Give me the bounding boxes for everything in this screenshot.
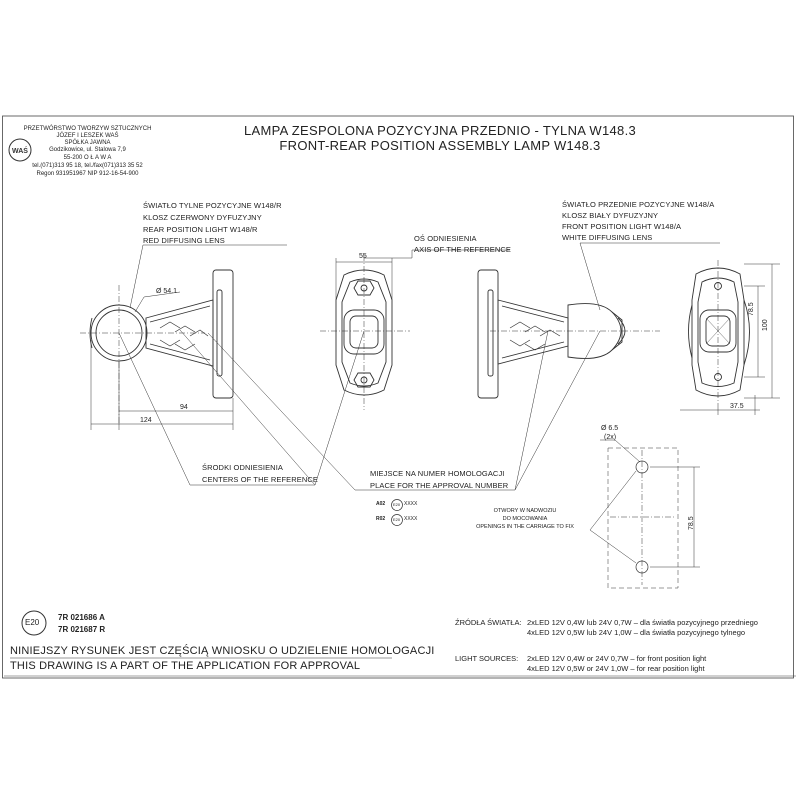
logo-text: WAŚ <box>12 146 28 155</box>
lamp-front-view <box>320 249 510 410</box>
statement-pl: NINIEJSZY RYSUNEK JEST CZĘŚCIĄ WNIOSKU O… <box>10 645 435 657</box>
reference-leaders <box>118 329 601 491</box>
dim-78-5-top: 78.5 <box>748 302 755 316</box>
e20-mark: E20 <box>25 618 40 627</box>
holes-label-line: OTWORY W NADWOZIU <box>493 508 557 514</box>
rear-label-line: ŚWIATŁO TYLNE POZYCYJNE W148/R <box>143 201 282 210</box>
dim-78-5-holes: 78.5 <box>688 516 695 530</box>
sheet-frame <box>2 115 794 679</box>
homologation-number: 7R 021686 A <box>58 613 105 622</box>
statement-en: THIS DRAWING IS A PART OF THE APPLICATIO… <box>10 660 361 672</box>
sources-label-en: LIGHT SOURCES: <box>455 654 519 663</box>
sources-line-en: 4xLED 12V 0,5W or 24V 1,0W – for rear po… <box>527 664 705 673</box>
axis-label-line: OŚ ODNIESIENIA <box>414 234 477 243</box>
mark-r-prefix: R02 <box>376 516 386 522</box>
mark-r-circle: E20 <box>393 517 401 522</box>
front-label-line: ŚWIATŁO PRZEDNIE POZYCYJNE W148/A <box>562 200 715 209</box>
axis-label-line: AXIS OF THE REFERENCE <box>414 245 511 254</box>
title-pl: LAMPA ZESPOLONA POZYCYJNA PRZEDNIO - TYL… <box>243 123 637 138</box>
dim-2x: (2x) <box>604 434 617 441</box>
front-label-line: KLOSZ BIAŁY DYFUZYJNY <box>562 211 659 220</box>
company-line: SPÓŁKA JAWNA <box>64 140 111 146</box>
holes-label-line: DO MOCOWANIA <box>502 516 548 522</box>
approval-label-line: MIEJSCE NA NUMER HOMOLOGACJI <box>370 469 505 478</box>
rear-lamp-side-view <box>80 244 287 430</box>
centers-label-line: ŚRODKI ODNIESIENIA <box>202 463 283 472</box>
company-logo: WAŚ <box>8 138 32 162</box>
mark-a-prefix: A02 <box>376 501 386 507</box>
title-en: FRONT-REAR POSITION ASSEMBLY LAMP W148.3 <box>279 138 601 153</box>
e20-circle <box>21 610 47 636</box>
rear-label-line: REAR POSITION LIGHT W148/R <box>143 225 258 234</box>
dim-124: 124 <box>140 417 152 424</box>
approval-marks <box>391 499 403 526</box>
sources-line-en: 2xLED 12V 0,4W or 24V 0,7W – for front p… <box>527 654 707 663</box>
rear-label-line: KLOSZ CZERWONY DYFUZYJNY <box>143 213 262 222</box>
company-line: 55-200 O Ł A W A <box>63 155 112 161</box>
dim-55: 55 <box>359 253 367 260</box>
mark-a-suffix: XXXX <box>404 501 418 507</box>
front-label-line: WHITE DIFFUSING LENS <box>562 233 653 242</box>
mounting-holes-detail <box>589 439 700 589</box>
sources-label-pl: ŹRÓDŁA ŚWIATŁA: <box>455 618 522 627</box>
centers-label-line: CENTERS OF THE REFERENCE <box>202 475 319 484</box>
dim-diameter-54: Ø 54.1 <box>156 288 178 295</box>
rear-label-line: RED DIFFUSING LENS <box>143 236 225 245</box>
company-line: JÓZEF I LESZEK WAŚ <box>56 133 119 139</box>
front-lamp-side-view <box>477 242 720 399</box>
holes-label-line: OPENINGS IN THE CARRIAGE TO FIX <box>476 524 574 530</box>
dim-94: 94 <box>180 404 188 411</box>
dim-diameter-6-5: Ø 6.5 <box>601 425 619 432</box>
company-line: Godzikowice, ul. Stalowa 7,9 <box>49 147 126 153</box>
dim-37-5: 37.5 <box>730 403 744 410</box>
dim-100: 100 <box>762 319 769 331</box>
sources-line-pl: 2xLED 12V 0,4W lub 24V 0,7W – dla światł… <box>527 618 758 627</box>
sources-line-pl: 4xLED 12V 0,5W lub 24V 1,0W – dla światł… <box>527 628 746 637</box>
mark-r-suffix: XXXX <box>404 516 418 522</box>
company-line: PRZETWÓRSTWO TWORZYW SZTUCZNYCH <box>23 126 152 132</box>
homologation-number: 7R 021687 R <box>58 625 106 634</box>
company-line: tel.(071)313 95 18, tel./fax(071)313 35 … <box>32 163 143 169</box>
front-label-line: FRONT POSITION LIGHT W148/A <box>562 222 682 231</box>
approval-label-line: PLACE FOR THE APPROVAL NUMBER <box>370 481 509 490</box>
company-line: Regon 931951967 NIP 912-16-54-900 <box>36 171 139 177</box>
mark-a-circle: E20 <box>393 502 401 507</box>
lamp-top-view <box>680 260 780 415</box>
